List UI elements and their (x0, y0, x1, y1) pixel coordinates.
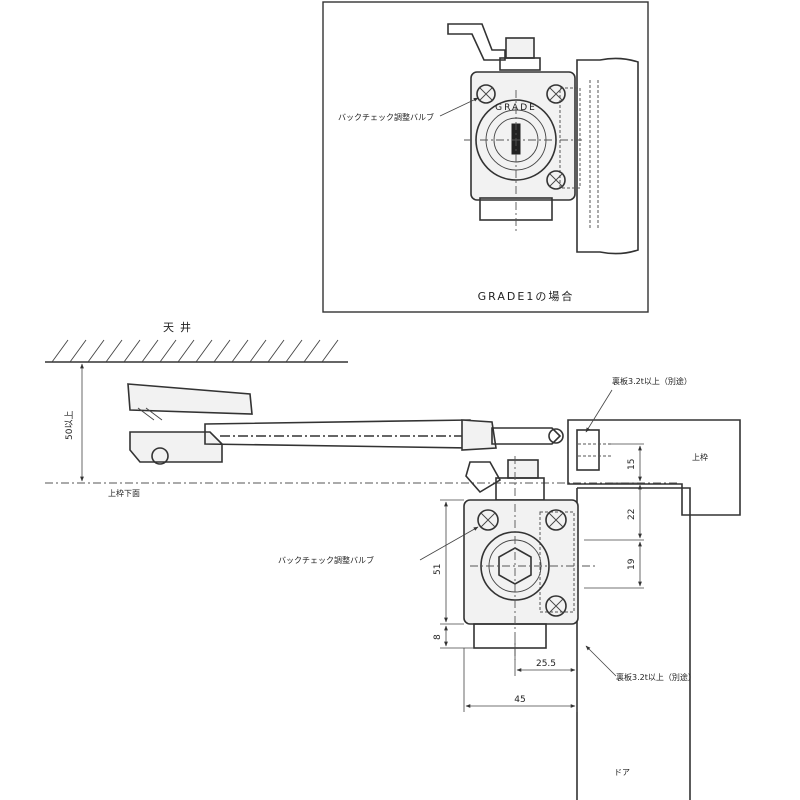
frame-label: 上枠 (692, 452, 708, 462)
dim-25-5: 25.5 (536, 659, 556, 669)
top-frame-label: 上枠下面 (108, 488, 140, 498)
dim-22: 22 (627, 509, 637, 520)
dim-19: 19 (627, 558, 637, 570)
top-frame: 上枠 (567, 419, 741, 516)
inset-dial-text: GRADE (495, 103, 537, 113)
closer-arm (127, 383, 564, 494)
door-label: ドア (614, 768, 630, 777)
inset-panel: GRADE バックチェック調整バルブ GRADE1の場合 (322, 1, 649, 313)
dim-51: 51 (433, 564, 443, 575)
bottom-dimensions: 25.5 45 (463, 640, 578, 712)
left-dimensions: 51 8 (433, 499, 474, 649)
door: ドア (576, 487, 691, 800)
ceiling: 天井 (45, 320, 348, 363)
dim-8: 8 (433, 634, 443, 640)
inset-grade-caption: GRADE1の場合 (478, 289, 575, 303)
clearance-dim-text: 50以上 (64, 411, 75, 440)
right-dimensions: 15 22 19 (584, 443, 644, 589)
valve-label: バックチェック調整バルブ (278, 555, 374, 565)
main-drawing: 天井 上枠下面 50以上 上枠 (45, 320, 741, 800)
inset-valve-label: バックチェック調整バルブ (338, 112, 434, 122)
backplate-bottom-label: 裏板3.2t以上（別途） (616, 672, 696, 682)
closer-body (463, 456, 596, 660)
backplate-top-label: 裏板3.2t以上（別途） (612, 376, 692, 386)
ceiling-label: 天井 (163, 320, 197, 334)
clearance-dimension: 50以上 (64, 363, 84, 482)
dim-15: 15 (627, 459, 637, 470)
dim-45: 45 (514, 695, 525, 705)
